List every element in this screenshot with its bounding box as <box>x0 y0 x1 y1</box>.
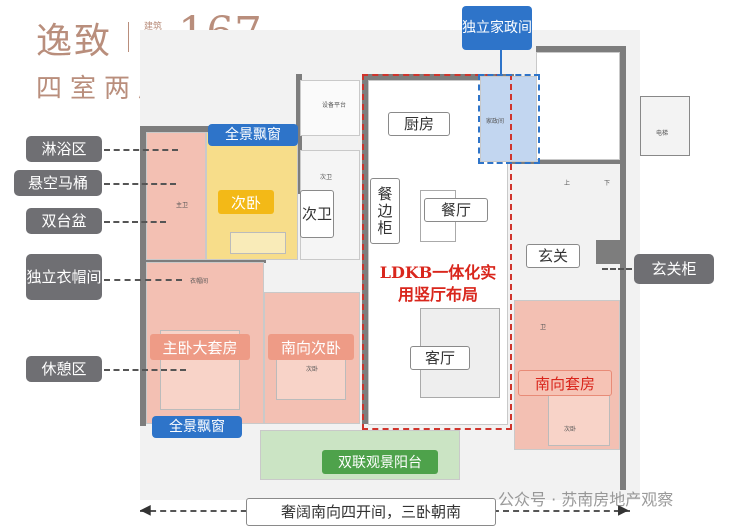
equipment-platform-text: 设备平台 <box>322 102 347 109</box>
wall-inner-2 <box>362 74 368 424</box>
second-bath-small-text: 次卫 <box>320 174 333 181</box>
callout-wall-toilet: 悬空马桶 <box>14 170 102 196</box>
room-south-suite: 南向套房 <box>518 370 612 396</box>
arrow-right-icon: ▶ <box>618 502 629 518</box>
stairs-down-text: 下 <box>604 180 611 187</box>
stairwell-area <box>536 52 620 160</box>
wall-kitchen-top <box>362 74 514 80</box>
bed-second <box>230 232 286 254</box>
laundry-small-text: 家政间 <box>486 118 505 125</box>
elevator-box <box>640 96 690 156</box>
main-bath-text: 主卫 <box>176 202 189 209</box>
panorama-window-bottom: 全景飘窗 <box>152 416 242 438</box>
room-dining-cabinet: 餐边柜 <box>370 178 400 244</box>
leader-walk-in-closet <box>104 279 182 281</box>
bedroom-small-text-2: 次卧 <box>564 426 577 433</box>
cloakroom-text: 衣帽间 <box>190 278 209 285</box>
room-south-second-bedroom: 南向次卧 <box>268 334 354 360</box>
room-master-suite: 主卧大套房 <box>150 334 250 360</box>
stairs-up-text: 上 <box>564 180 571 187</box>
bedroom-small-text-1: 次卧 <box>306 366 319 373</box>
wall-stair-bottom <box>514 160 624 164</box>
room-kitchen: 厨房 <box>388 112 450 136</box>
ldkb-outline <box>362 74 512 430</box>
callout-foyer-cabinet: 玄关柜 <box>634 254 714 284</box>
room-second-bath: 次卫 <box>300 190 334 238</box>
wall-closet <box>146 258 266 263</box>
watermark: 公众号 · 苏南房地产观察 <box>498 490 674 509</box>
wall-west <box>140 126 146 426</box>
leader-double-basin <box>104 221 166 223</box>
callout-double-basin: 双台盆 <box>26 208 102 234</box>
callout-walk-in-closet: 独立衣帽间 <box>26 254 102 300</box>
wall-foyer-block <box>596 240 626 264</box>
laundry-connector <box>500 50 502 74</box>
leader-bath-zone <box>104 149 178 151</box>
callout-rest-zone: 休憩区 <box>26 356 102 382</box>
wall-east <box>620 50 626 490</box>
leader-rest-zone <box>104 369 186 371</box>
room-living: 客厅 <box>410 346 470 370</box>
label-foyer: 玄关 <box>526 244 580 268</box>
master-bath-area <box>146 132 206 260</box>
balcony-label: 双联观景阳台 <box>322 450 438 474</box>
leader-foyer-cabinet <box>602 268 632 270</box>
bath-small-text: 卫 <box>540 324 547 331</box>
callout-bath-zone: 淋浴区 <box>26 136 102 162</box>
elevator-text: 电梯 <box>656 130 669 137</box>
equipment-platform-area <box>300 80 360 136</box>
project-name: 逸致 <box>36 21 113 62</box>
room-dining: 餐厅 <box>424 198 488 222</box>
panorama-window-top: 全景飘窗 <box>208 124 298 146</box>
laundry-label: 独立家政间 <box>462 6 532 50</box>
wall-inner-1 <box>296 74 302 194</box>
laundry-outline <box>478 74 540 164</box>
title-divider <box>128 22 129 52</box>
arrow-left-icon: ◀ <box>140 502 151 518</box>
wall-stair-top <box>536 46 626 52</box>
bed-suite <box>548 394 610 446</box>
room-second-bedroom: 次卧 <box>218 190 274 214</box>
ldkb-label: LDKB一体化实用竖厅布局 <box>379 263 497 304</box>
leader-wall-toilet <box>104 183 176 185</box>
bottom-banner: 奢阔南向四开间，三卧朝南 <box>246 498 496 526</box>
